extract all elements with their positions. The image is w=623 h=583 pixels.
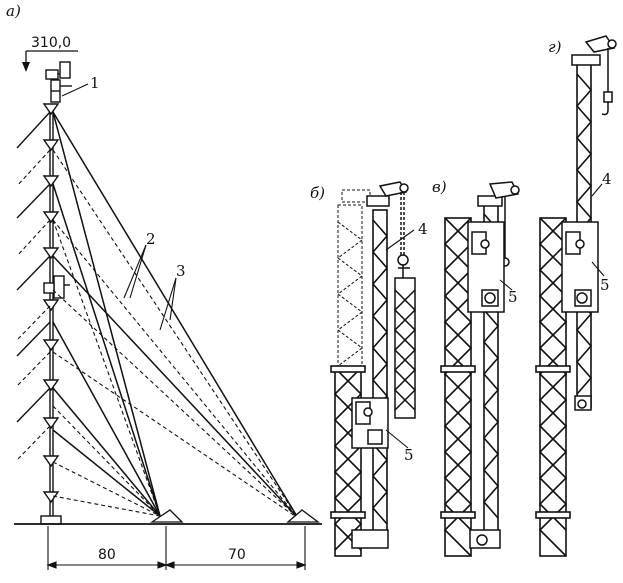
top-head-g [571, 35, 617, 116]
callout-3: 3 [176, 262, 186, 280]
panel-v: в) 5 [432, 178, 520, 557]
main-tower-v [440, 217, 476, 557]
climbing-unit-b [351, 397, 389, 549]
anchors [149, 509, 320, 523]
panel-g: г) 4 [535, 35, 617, 557]
callout-5-g: 5 [600, 276, 610, 294]
lifted-section [393, 254, 417, 419]
dimension-70: 70 [228, 547, 246, 563]
dimension-80: 80 [98, 547, 116, 563]
panel-b: б) [310, 181, 428, 557]
mid-climbing-unit [43, 275, 70, 299]
top-load-value: 310,0 [31, 35, 71, 51]
callout-leaders [123, 244, 177, 331]
top-head-v [477, 181, 520, 267]
guy-ropes-2-solid [52, 111, 299, 519]
climbing-unit-g [561, 221, 599, 411]
callout-4-g: 4 [602, 170, 612, 188]
callout-5-b: 5 [404, 446, 414, 464]
callout-5-v: 5 [508, 288, 518, 306]
left-guys-solid [16, 111, 51, 423]
panel-g-label: г) [548, 38, 562, 56]
top-head-b [366, 181, 409, 255]
main-tower-b [330, 365, 366, 557]
callout-4-b: 4 [418, 220, 428, 238]
climbing-column-b [371, 209, 389, 541]
mast-segment-triangles [42, 103, 60, 504]
callout-2: 2 [146, 230, 156, 248]
left-guys-dashed [16, 149, 51, 461]
panel-b-label: б) [310, 184, 325, 202]
ghost-tower [337, 189, 371, 371]
climbing-crane-head [45, 61, 72, 103]
panel-a: а) 310,0 [6, 2, 322, 570]
guy-ropes-3-dashed [52, 149, 299, 519]
climbing-unit-v [467, 221, 505, 549]
load-indicator: 310,0 [22, 35, 78, 72]
panel-v-label: в) [432, 178, 447, 196]
callout-1: 1 [90, 74, 100, 92]
panel-a-label: а) [6, 2, 21, 20]
dimension-line [46, 526, 307, 570]
